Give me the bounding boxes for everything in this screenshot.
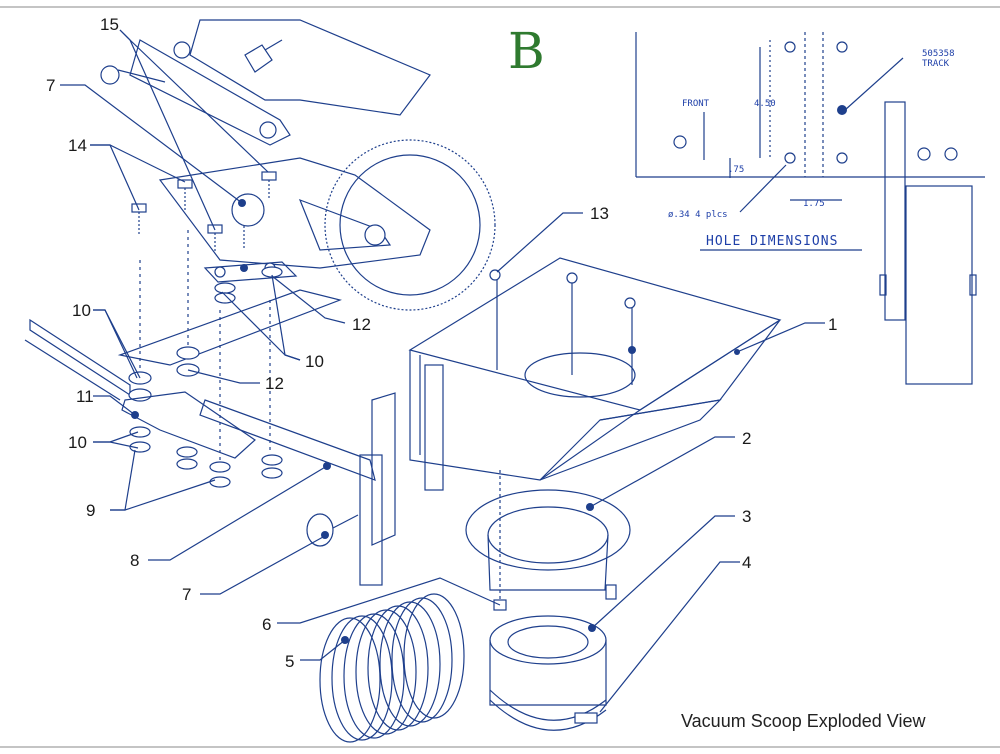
callout-1: 1 (828, 315, 837, 334)
figure-caption: Vacuum Scoop Exploded View (681, 711, 926, 731)
callout-10-upper: 10 (72, 301, 91, 320)
callout-8: 8 (130, 551, 139, 570)
leader-lines (60, 29, 825, 713)
callout-11: 11 (76, 387, 94, 406)
callout-4: 4 (742, 553, 751, 572)
hole-dimensions-title: HOLE DIMENSIONS (706, 234, 838, 249)
dim-075: .75 (728, 165, 744, 175)
callout-5: 5 (285, 652, 294, 671)
callout-2: 2 (742, 429, 751, 448)
callout-12-upper: 12 (352, 315, 371, 334)
track-label-2: TRACK (922, 59, 950, 69)
section-letter: B (508, 22, 545, 80)
front-label: FRONT (682, 99, 710, 109)
callout-6: 6 (262, 615, 271, 634)
hole-note: ø.34 4 plcs (668, 210, 728, 220)
callout-13: 13 (590, 204, 609, 223)
callout-9: 9 (86, 501, 95, 520)
scoop-hopper (408, 257, 782, 731)
track-label-1: 505358 (922, 49, 955, 59)
hole-dimensions-inset: FRONT 505358 TRACK 4.50 .75 1.75 ø.34 4 … (635, 32, 985, 385)
callout-14: 14 (68, 136, 87, 155)
wheel-tire (324, 139, 496, 311)
dim-450: 4.50 (754, 99, 776, 109)
callout-7-upper: 7 (46, 76, 55, 95)
callout-12-lower: 12 (265, 374, 284, 393)
callout-10-mid: 10 (305, 352, 324, 371)
hose (319, 593, 465, 743)
callout-3: 3 (742, 507, 751, 526)
upper-mechanism (100, 19, 496, 311)
callout-7-lower: 7 (182, 585, 191, 604)
dim-175: 1.75 (803, 199, 825, 209)
frame-bar (24, 230, 396, 586)
callout-10-lower: 10 (68, 433, 87, 452)
callout-15: 15 (100, 15, 119, 34)
